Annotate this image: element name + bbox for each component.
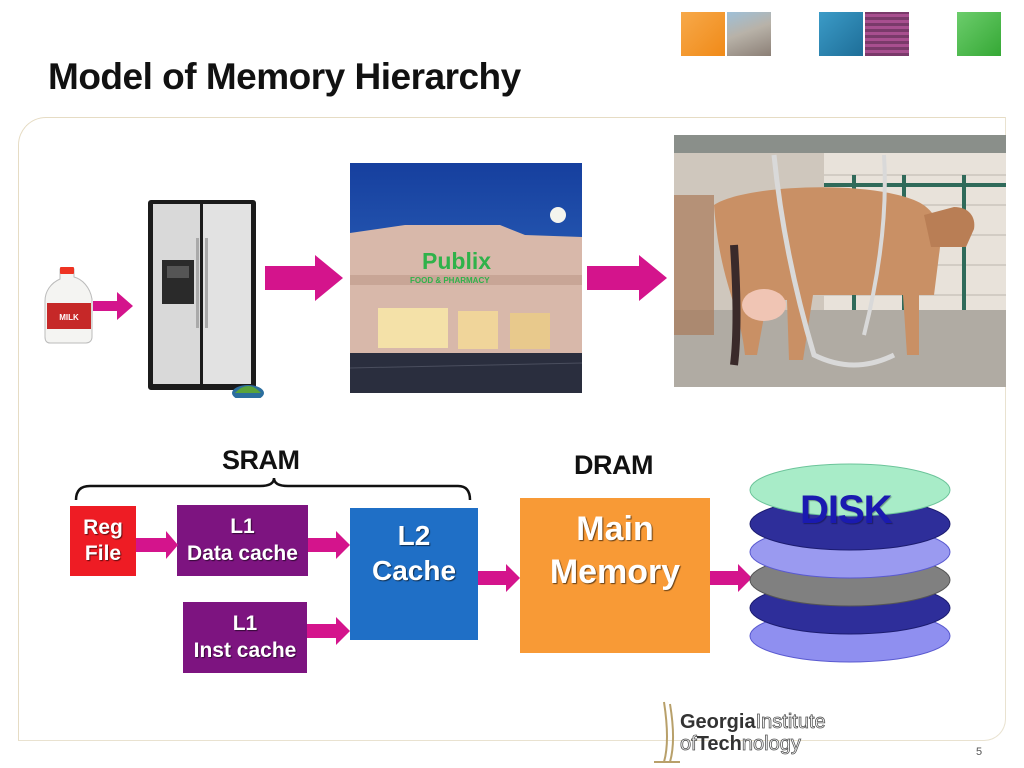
l1-inst-cache-line1: L1: [232, 612, 258, 636]
slide-title: Model of Memory Hierarchy: [48, 56, 521, 97]
l1-inst-cache-line2: Inst cache: [193, 638, 297, 662]
content-frame: [18, 117, 1006, 741]
header-green-square: [957, 12, 1001, 56]
milk-to-fridge-arrow: [93, 292, 133, 320]
disk-stack: [749, 463, 951, 663]
grocery-store-image: Publix FOOD & PHARMACY: [350, 163, 582, 393]
store-to-farm-arrow: [587, 255, 667, 301]
header-building-thumbnail: [727, 12, 771, 56]
logo-georgia: Georgia: [680, 711, 756, 733]
page-number: 5: [976, 746, 983, 758]
sram-label: SRAM: [222, 445, 300, 475]
register-file-line2: File: [84, 542, 122, 565]
register-file-line1: Reg: [83, 515, 123, 539]
l2-cache-line2: Cache: [371, 555, 457, 586]
logo-institute: Institute: [756, 711, 826, 733]
main-memory-box: Main Memory: [520, 498, 710, 653]
l2-cache-box: L2 Cache: [350, 508, 478, 640]
l1-data-cache-line2: Data cache: [187, 541, 298, 565]
milk-label: MILK: [59, 313, 79, 322]
register-file-box: Reg File: [70, 506, 136, 576]
main-memory-line2: Memory: [549, 552, 681, 591]
milk-jug-image: MILK: [44, 267, 93, 344]
store-sign-text: Publix: [422, 248, 491, 274]
logo-tech: Tech: [697, 733, 742, 755]
georgia-tech-logo: GeorgiaInstitute ofTechnology: [654, 701, 826, 763]
disk-label: DISK: [800, 488, 893, 532]
header-blue-square: [819, 12, 863, 56]
l2-cache-line1: L2: [397, 520, 431, 551]
header-chip-thumbnail: [865, 12, 909, 56]
store-subsign-text: FOOD & PHARMACY: [410, 276, 490, 285]
l1-data-cache-box: L1 Data cache: [177, 505, 308, 576]
sram-brace: [74, 477, 472, 501]
main-memory-line1: Main: [576, 510, 654, 548]
l1-inst-cache-box: L1 Inst cache: [183, 602, 307, 673]
header-orange-square: [681, 12, 725, 56]
logo-nology: nology: [742, 733, 801, 755]
l1-data-cache-line1: L1: [230, 515, 255, 539]
refrigerator-image: [148, 200, 264, 398]
fridge-to-store-arrow: [265, 255, 343, 301]
svg-text:ofTechnology: ofTechnology: [680, 733, 801, 755]
dram-label: DRAM: [574, 450, 654, 480]
logo-of: of: [680, 733, 697, 755]
cow-image: [674, 135, 1006, 387]
svg-text:GeorgiaInstitute: GeorgiaInstitute: [680, 711, 826, 733]
